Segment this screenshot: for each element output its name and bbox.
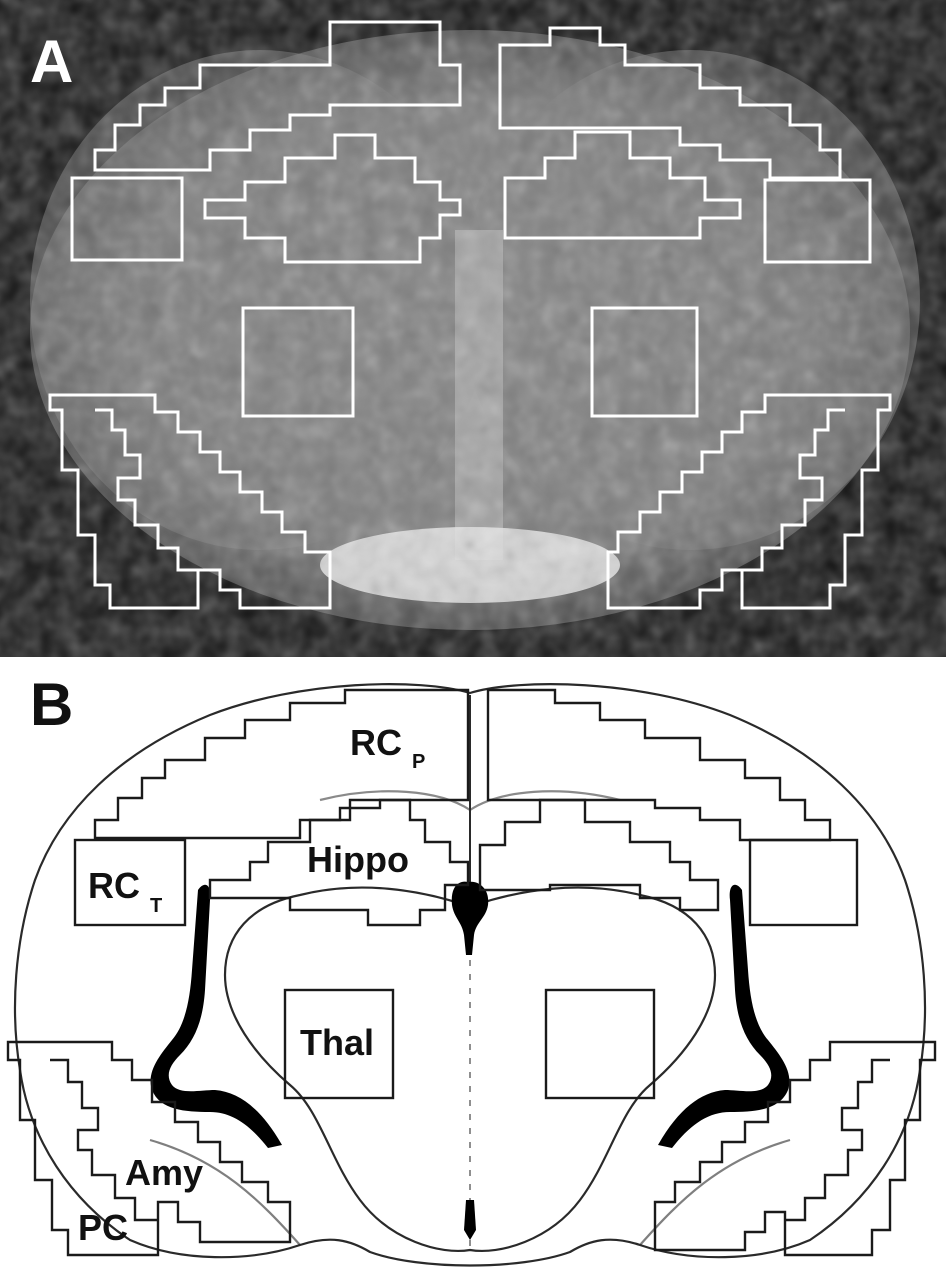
panel-a: A <box>0 0 946 657</box>
roi-b-amy-pc-left <box>6 1040 292 1257</box>
roi-b-amy-inner-right <box>785 1058 890 1222</box>
brain-outline-lower-left <box>149 1138 301 1246</box>
label-rc-p: RC <box>350 722 402 763</box>
ventricle-right-lateral <box>658 884 790 1148</box>
roi-b-amy-inner-left <box>50 1058 158 1222</box>
brain-outline-thalamus <box>223 886 717 1252</box>
roi-b-hippo-right <box>478 798 720 912</box>
ventricle-third <box>451 881 489 955</box>
roi-b-rcp-left <box>93 688 470 840</box>
roi-a-amy-inner-left <box>95 408 198 572</box>
brain-outline-cortex <box>13 683 927 1267</box>
label-rc-p-subscript: P <box>412 751 425 773</box>
panel-b-letter: B <box>30 671 73 738</box>
label-rc-t-subscript: T <box>150 895 162 917</box>
label-pc: PC <box>78 1207 128 1248</box>
roi-a-amy-pc-right <box>606 393 892 610</box>
label-rc-t: RC <box>88 865 140 906</box>
label-amy: Amy <box>125 1152 203 1193</box>
roi-a-rct-left <box>70 176 184 262</box>
roi-a-thal-left <box>241 306 355 418</box>
roi-b-rct-right <box>748 838 859 927</box>
roi-b-amy-pc-right <box>653 1040 937 1257</box>
roi-b-thal-left <box>283 988 395 1100</box>
ventricle-bottom <box>464 1200 476 1240</box>
label-hippo: Hippo <box>307 839 409 880</box>
roi-b-rcp-right <box>486 688 832 842</box>
panel-b-background <box>0 660 946 1280</box>
roi-a-rcp-left <box>93 20 462 172</box>
roi-a-hippo-right <box>503 130 742 240</box>
roi-b-hippo-left <box>208 798 470 927</box>
panel-a-noise <box>0 0 946 657</box>
panel-a-letter: A <box>30 28 73 95</box>
roi-b-rct-left <box>73 838 187 927</box>
roi-a-amy-inner-right <box>742 408 845 572</box>
roi-a-rcp-right <box>498 26 842 180</box>
label-thal: Thal <box>300 1022 374 1063</box>
roi-a-thal-right <box>590 306 699 418</box>
ventricle-left-lateral <box>150 884 282 1148</box>
roi-a-hippo-left <box>203 133 462 264</box>
panel-b: B RC P RC T Hippo Thal Amy PC <box>0 660 946 1280</box>
roi-b-thal-right <box>544 988 656 1100</box>
roi-a-rct-right <box>763 178 872 264</box>
roi-a-amy-pc-left <box>48 393 332 610</box>
